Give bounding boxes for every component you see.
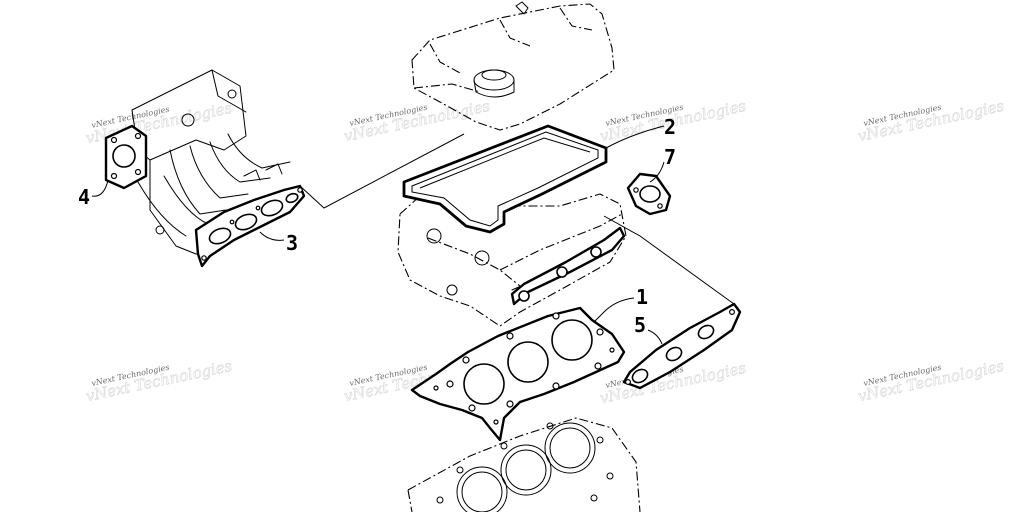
callout-1: 1 — [636, 285, 648, 309]
cam-cover-phantom — [411, 1, 615, 131]
callout-7: 7 — [664, 145, 676, 169]
engine-block-phantom — [407, 417, 641, 512]
callout-5: 5 — [634, 313, 646, 337]
callout-3: 3 — [286, 231, 298, 255]
callouts: 1 2 3 4 5 7 — [78, 115, 676, 345]
cylinder-head-phantom — [397, 193, 627, 327]
exhaust-gasket-part-5 — [622, 302, 742, 390]
throttle-body-gasket-part-4 — [104, 124, 148, 190]
callout-4: 4 — [78, 185, 90, 209]
callout-2: 2 — [664, 115, 676, 139]
cover-gasket-part-7 — [626, 172, 672, 216]
alignment-line — [299, 133, 465, 209]
head-gasket-part-1 — [410, 306, 626, 442]
alignment-line — [603, 215, 735, 305]
intake-manifold-gasket-part-3 — [194, 184, 306, 268]
valve-cover-gasket-part-2 — [402, 124, 608, 234]
